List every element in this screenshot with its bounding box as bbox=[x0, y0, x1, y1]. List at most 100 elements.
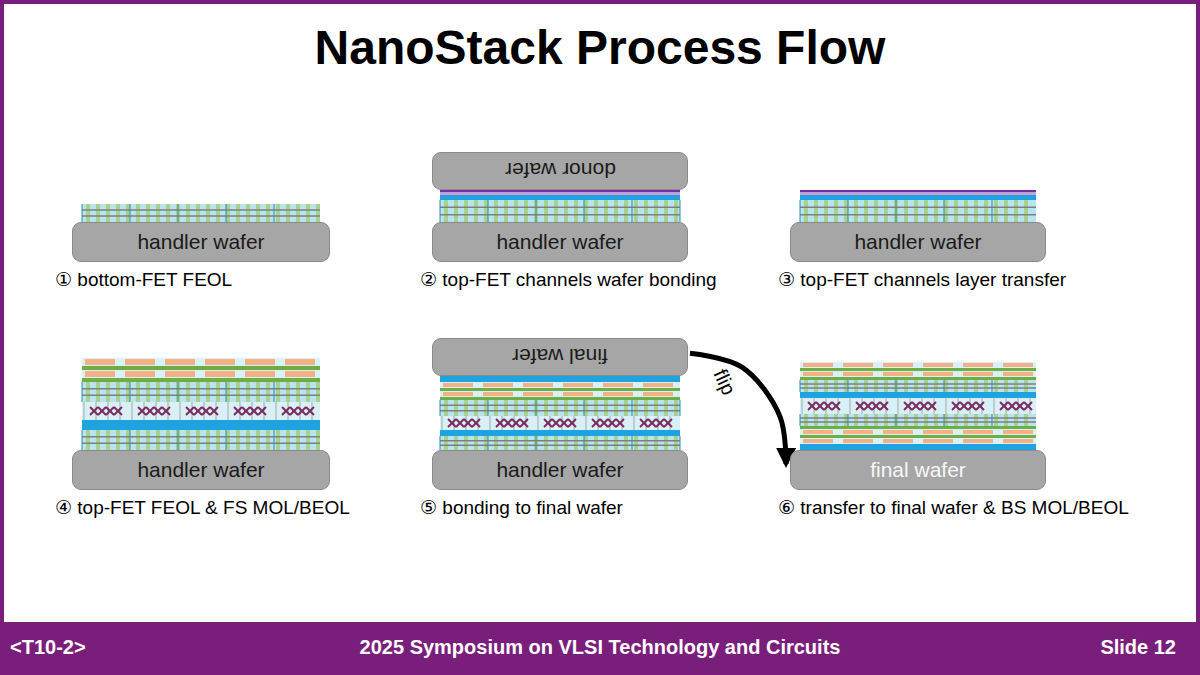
gate-stripe bbox=[246, 204, 250, 222]
mol-line bbox=[82, 366, 320, 370]
cell-divider bbox=[992, 414, 993, 426]
x-mark bbox=[592, 419, 600, 427]
gate-stripe bbox=[524, 200, 528, 222]
via-line bbox=[958, 398, 959, 414]
x-mark bbox=[832, 402, 840, 410]
metal-line bbox=[643, 392, 673, 396]
gate-stripe bbox=[964, 414, 968, 426]
gate-stripe bbox=[256, 204, 260, 222]
gate-stripe bbox=[494, 400, 498, 416]
flip-arrow bbox=[690, 353, 786, 464]
gate-stripe bbox=[994, 380, 998, 392]
gate-stripe bbox=[664, 200, 668, 222]
metal-line bbox=[1003, 372, 1033, 376]
metal-line bbox=[883, 363, 913, 367]
fet-layer bbox=[440, 436, 680, 450]
gate-stripe bbox=[884, 380, 888, 392]
gate-stripe bbox=[904, 414, 908, 426]
via-line bbox=[898, 398, 899, 414]
metal-line bbox=[443, 392, 473, 396]
cell-divider bbox=[680, 200, 681, 222]
cell-divider bbox=[992, 200, 993, 222]
gate-stripe bbox=[96, 430, 100, 450]
gate-stripe bbox=[884, 200, 888, 222]
x-mark bbox=[856, 402, 864, 410]
fet-layer bbox=[82, 430, 320, 450]
x-mark bbox=[298, 407, 306, 415]
x-mark bbox=[98, 407, 106, 415]
gate-stripe bbox=[276, 430, 280, 450]
x-mark bbox=[114, 407, 122, 415]
cell-divider bbox=[800, 380, 801, 392]
x-mark bbox=[824, 402, 832, 410]
x-mark bbox=[920, 402, 928, 410]
gate-stripe bbox=[454, 200, 458, 222]
cell-divider bbox=[944, 380, 945, 392]
x-mark bbox=[448, 419, 456, 427]
metal-line bbox=[563, 392, 593, 396]
wafer-box: handler wafer bbox=[790, 222, 1046, 262]
gate-stripe bbox=[186, 382, 190, 402]
x-mark bbox=[808, 402, 816, 410]
gate-stripe bbox=[644, 436, 648, 450]
footer-text: Slide 12 bbox=[1100, 636, 1176, 659]
metal-line bbox=[523, 392, 553, 396]
via-line bbox=[466, 416, 467, 430]
gate-stripe bbox=[864, 414, 868, 426]
gate-stripe bbox=[914, 414, 918, 426]
x-mark bbox=[816, 402, 824, 410]
via-line bbox=[538, 416, 539, 430]
gate-stripe bbox=[176, 204, 180, 222]
x-mark bbox=[880, 402, 888, 410]
x-mark bbox=[648, 419, 656, 427]
gate-stripe bbox=[824, 200, 828, 222]
gate-stripe bbox=[664, 400, 668, 416]
metal-line bbox=[285, 359, 315, 365]
metal-line bbox=[85, 371, 115, 377]
metal-line bbox=[125, 359, 155, 365]
x-mark bbox=[1000, 402, 1008, 410]
gate-stripe bbox=[196, 430, 200, 450]
via-line bbox=[252, 402, 253, 420]
beol-row bbox=[82, 358, 320, 366]
gate-stripe bbox=[126, 382, 130, 402]
via-line bbox=[442, 416, 443, 430]
x-mark bbox=[90, 407, 98, 415]
gate-stripe bbox=[236, 430, 240, 450]
gate-stripe bbox=[206, 204, 210, 222]
gate-stripe bbox=[1014, 200, 1018, 222]
gate-stripe bbox=[454, 400, 458, 416]
via-line bbox=[180, 402, 181, 420]
gate-stripe bbox=[874, 414, 878, 426]
via-line bbox=[814, 398, 815, 414]
via-line bbox=[156, 402, 157, 420]
gate-stripe bbox=[86, 430, 90, 450]
fet-layer bbox=[440, 200, 680, 222]
cell-divider bbox=[680, 400, 681, 416]
via-line bbox=[240, 402, 241, 420]
fet-layer bbox=[440, 400, 680, 416]
cell-divider bbox=[226, 430, 227, 450]
via-line bbox=[838, 398, 839, 414]
x-mark bbox=[544, 419, 552, 427]
x-mark bbox=[202, 407, 210, 415]
gate-stripe bbox=[974, 414, 978, 426]
gate-stripe bbox=[156, 382, 160, 402]
via-line bbox=[550, 416, 551, 430]
cell-divider bbox=[226, 382, 227, 402]
gate-stripe bbox=[604, 436, 608, 450]
metal-line bbox=[963, 363, 993, 367]
x-mark bbox=[512, 419, 520, 427]
fet-layer bbox=[800, 414, 1036, 426]
wafer-label: final wafer bbox=[870, 458, 966, 481]
gate-stripe bbox=[804, 200, 808, 222]
metal-line bbox=[883, 430, 913, 434]
gate-stripe bbox=[136, 430, 140, 450]
x-mark bbox=[816, 402, 824, 410]
step-caption: ③ top-FET channels layer transfer bbox=[778, 269, 1066, 291]
metal-line bbox=[963, 430, 993, 434]
via-line bbox=[454, 416, 455, 430]
x-mark bbox=[186, 407, 194, 415]
wafer-label: handler wafer bbox=[854, 230, 981, 253]
gate-stripe bbox=[86, 382, 90, 402]
